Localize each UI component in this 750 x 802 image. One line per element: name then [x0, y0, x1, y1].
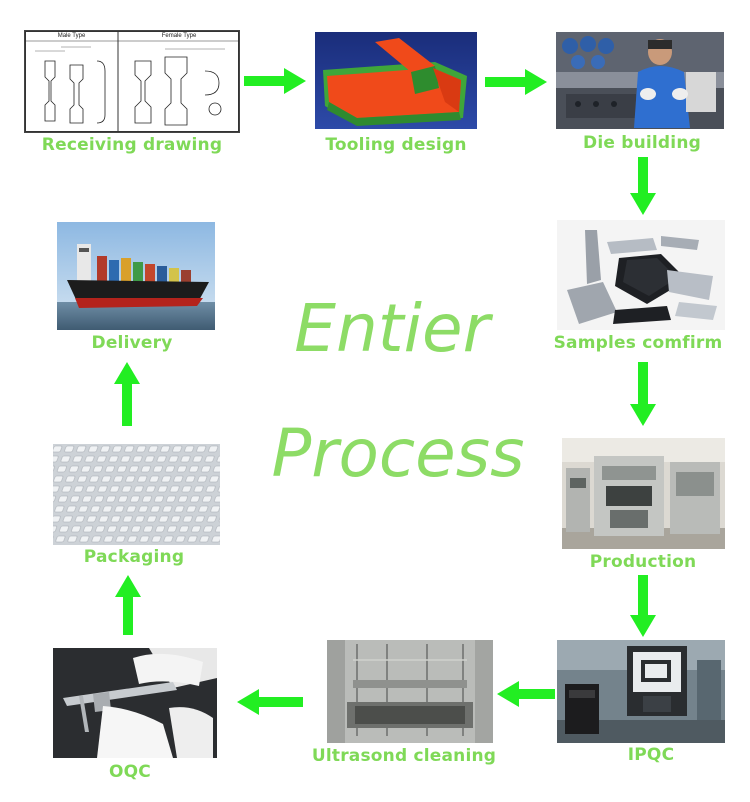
- step-label-tooling-design: Tooling design: [325, 135, 467, 155]
- packaging-image: [53, 444, 220, 545]
- title-line-process: Process: [271, 415, 525, 492]
- arrow-ipqc-to-cleaning: [497, 681, 555, 707]
- step-label-oqc: OQC: [109, 762, 151, 782]
- step-label-delivery: Delivery: [91, 333, 173, 353]
- die-building-image: [556, 32, 724, 129]
- arrow-samples-to-production: [630, 362, 656, 426]
- step-label-samples-confirm: Samples comfirm: [553, 333, 723, 353]
- arrow-receiving-to-tooling: [244, 68, 306, 94]
- step-label-ipqc: IPQC: [627, 745, 675, 765]
- step-label-receiving-drawing: Receiving drawing: [41, 135, 223, 155]
- female-type-header: Female Type: [161, 33, 197, 39]
- step-label-ultrasound-cleaning: Ultrasond cleaning: [311, 746, 497, 766]
- arrow-packaging-to-delivery: [114, 362, 140, 426]
- step-label-die-building: Die building: [583, 133, 701, 153]
- production-image: [562, 438, 725, 549]
- delivery-image: [57, 222, 215, 330]
- oqc-image: [53, 648, 217, 758]
- step-label-packaging: Packaging: [83, 547, 185, 567]
- arrow-tooling-to-die: [485, 69, 547, 95]
- arrow-cleaning-to-oqc: [237, 689, 303, 715]
- step-label-production: Production: [589, 552, 697, 572]
- tooling-design-image: [315, 32, 477, 129]
- title-line-entier: Entier: [294, 290, 490, 367]
- ipqc-image: [557, 640, 725, 743]
- ultrasound-cleaning-image: [327, 640, 493, 743]
- male-type-header: Male Type: [57, 33, 86, 39]
- samples-confirm-image: [557, 220, 725, 330]
- receiving-drawing-image: Male Type Female Type: [24, 30, 240, 133]
- arrow-production-to-ipqc: [630, 575, 656, 637]
- arrow-die-to-samples: [630, 157, 656, 215]
- arrow-oqc-to-packaging: [115, 575, 141, 635]
